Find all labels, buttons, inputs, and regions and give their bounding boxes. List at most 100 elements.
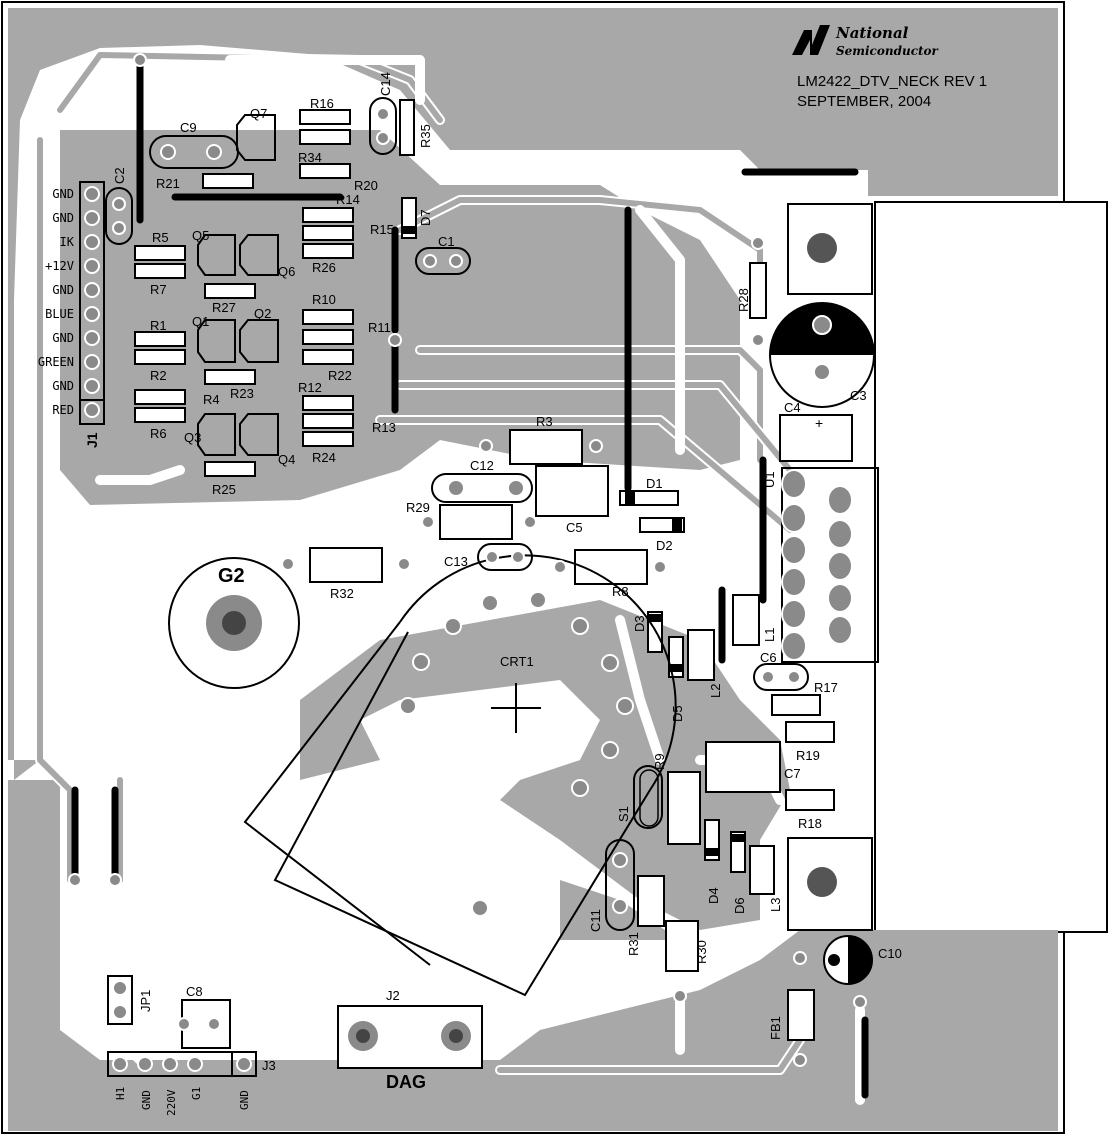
j3-pin-label: G1 <box>190 1087 203 1100</box>
l3-label: L3 <box>768 898 783 912</box>
j1-pin-label: GND <box>52 187 74 201</box>
j1-pin-label: GND <box>52 211 74 225</box>
c7-label: C7 <box>784 766 801 781</box>
r16-label: R16 <box>310 96 334 111</box>
c2-label: C2 <box>112 167 127 184</box>
jp1-outline <box>107 975 133 1025</box>
r11-label: R11 <box>368 320 391 335</box>
l1-label: L1 <box>762 628 777 642</box>
r7-label: R7 <box>150 282 167 297</box>
c4-label: C4 <box>784 400 801 415</box>
r24-label: R24 <box>312 450 336 465</box>
j1-pin-label: IK <box>60 235 75 249</box>
d7-label: D7 <box>418 209 433 226</box>
j1-label: J1 <box>84 432 100 448</box>
crt-label: CRT1 <box>500 654 534 669</box>
transistor-group <box>197 114 279 456</box>
copper-traces <box>35 50 865 1105</box>
r13-label: R13 <box>372 420 396 435</box>
j1-pin-label: GREEN <box>38 355 74 369</box>
c1-label: C1 <box>438 234 455 249</box>
r32-label: R32 <box>330 586 354 601</box>
q5-label: Q5 <box>192 228 209 243</box>
r4-label: R4 <box>203 392 220 407</box>
j1-pin-label: GND <box>52 379 74 393</box>
j1-pin-label: BLUE <box>45 307 74 321</box>
board-cutout <box>874 201 1108 933</box>
s1-label: S1 <box>616 806 631 822</box>
c12-label: C12 <box>470 458 494 473</box>
d2-label: D2 <box>656 538 673 553</box>
jp1-label: JP1 <box>138 990 153 1012</box>
r23-label: R23 <box>230 386 254 401</box>
j3-pin-label: 220V <box>165 1089 178 1116</box>
c14-label: C14 <box>378 72 393 96</box>
logo-line1: National <box>835 24 909 42</box>
j2-label: J2 <box>386 988 400 1003</box>
jumper-wires <box>71 56 869 1099</box>
board-date: SEPTEMBER, 2004 <box>797 93 931 110</box>
capacitor-group: + <box>105 97 875 1049</box>
pad-group <box>68 53 867 1067</box>
r1-label: R1 <box>150 318 167 333</box>
q6-label: Q6 <box>278 264 295 279</box>
r19-label: R19 <box>796 748 820 763</box>
dag-label: DAG <box>386 1072 426 1092</box>
resistor-group <box>134 99 835 972</box>
r35-label: R35 <box>418 124 433 148</box>
q4-label: Q4 <box>278 452 295 467</box>
c11-label: C11 <box>588 909 603 932</box>
c9-label: C9 <box>180 120 197 135</box>
j3-pin-label: H1 <box>114 1087 127 1100</box>
d5-label: D5 <box>670 705 685 722</box>
q2-label: Q2 <box>254 306 271 321</box>
r12-label: R12 <box>298 380 322 395</box>
board-title: LM2422_DTV_NECK REV 1 <box>797 73 987 90</box>
d4-label: D4 <box>706 887 721 904</box>
j1-connector <box>79 181 105 425</box>
r25-label: R25 <box>212 482 236 497</box>
r31-label: R31 <box>626 932 641 956</box>
c8-label: C8 <box>186 984 203 999</box>
r8-label: R8 <box>612 584 629 599</box>
r22-label: R22 <box>328 368 352 383</box>
u1-outline <box>781 467 879 663</box>
c10-label: C10 <box>878 946 902 961</box>
j3-pin-label: GND <box>238 1090 251 1110</box>
c6-label: C6 <box>760 650 777 665</box>
r10-label: R10 <box>312 292 336 307</box>
s1-outline <box>639 769 659 827</box>
j1-pin-label: GND <box>52 283 74 297</box>
j1-pin-label: GND <box>52 331 74 345</box>
national-logo-icon <box>792 25 830 55</box>
r28-label: R28 <box>736 288 751 312</box>
r21-label: R21 <box>156 176 180 191</box>
g2-label: G2 <box>218 565 245 587</box>
l2-label: L2 <box>708 684 723 698</box>
d1-label: D1 <box>646 476 663 491</box>
q3-label: Q3 <box>184 430 201 445</box>
inductor-group <box>687 594 815 1041</box>
r34-label: R34 <box>298 150 322 165</box>
u1-pads <box>781 469 853 661</box>
logo-line2: Semiconductor <box>836 44 940 58</box>
c5-label: C5 <box>566 520 583 535</box>
r6-label: R6 <box>150 426 167 441</box>
d3-label: D3 <box>632 615 647 632</box>
r15-label: R15 <box>370 222 394 237</box>
c3-label: C3 <box>850 388 867 403</box>
fb1-label: FB1 <box>768 1016 783 1040</box>
svg-text:+: + <box>815 415 823 431</box>
j3-label: J3 <box>262 1058 276 1073</box>
r20-label: R20 <box>354 178 378 193</box>
q1-label: Q1 <box>192 314 209 329</box>
r3-label: R3 <box>536 414 553 429</box>
r27-label: R27 <box>212 300 236 315</box>
r29-label: R29 <box>406 500 430 515</box>
d6-label: D6 <box>732 897 747 914</box>
r9-label: R9 <box>652 753 667 770</box>
r2-label: R2 <box>150 368 167 383</box>
c13-label: C13 <box>444 554 468 569</box>
r18-label: R18 <box>798 816 822 831</box>
